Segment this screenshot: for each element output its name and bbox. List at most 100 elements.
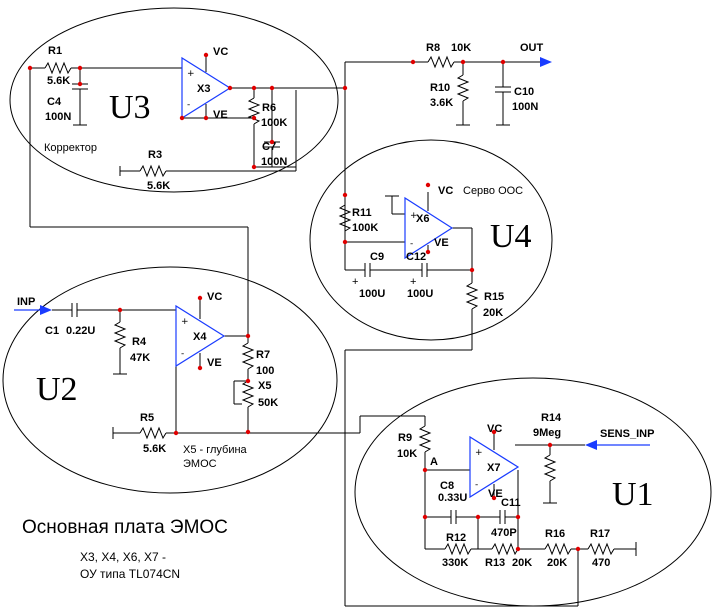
block-u1-outline: [354, 377, 712, 607]
x6-vc-label: VC: [438, 185, 453, 197]
opamp-note-line2: ОУ типа TL074CN: [80, 567, 180, 581]
opamp-x3-label: X3: [197, 83, 210, 95]
opamp-note-line1: X3, X4, X6, X7 -: [80, 550, 166, 564]
svg-text:+: +: [410, 211, 418, 221]
r16-ref: R16: [545, 528, 565, 540]
junction-dots: [27, 52, 581, 552]
sens-inp-label: SENS_INP: [600, 428, 654, 440]
u3-wiring: [29, 61, 345, 336]
r9-ref: R9: [398, 432, 412, 444]
u2-wiring: [14, 303, 425, 440]
r12-ref: R12: [446, 532, 466, 544]
c1-ref: C1: [45, 325, 59, 337]
c9-ref: C9: [370, 251, 384, 263]
r16-value: 20K: [547, 557, 567, 569]
svg-text:-: -: [475, 480, 478, 490]
output-wiring: [344, 55, 540, 242]
block-u3-outline: [9, 7, 339, 193]
block-u2-label: U2: [36, 371, 78, 408]
c11-ref: C11: [501, 497, 521, 509]
c12-ref: C12: [406, 251, 426, 263]
c8-value: 0.33U: [438, 492, 467, 504]
r6-ref: R6: [262, 102, 276, 114]
svg-text:-: -: [181, 349, 184, 359]
x5-caption-line1: X5 - глубина: [183, 444, 248, 456]
svg-text:-: -: [410, 239, 413, 249]
c11-value: 470P: [491, 527, 517, 539]
x5-value: 50K: [258, 397, 278, 409]
block-u2-outline: [2, 266, 338, 494]
r5-ref: R5: [140, 412, 154, 424]
out-arrow: [540, 57, 552, 67]
r13-value: 20K: [512, 557, 532, 569]
opamp-x3: + -: [181, 55, 232, 120]
r7-value: 100: [256, 365, 274, 377]
corrector-label: Корректор: [44, 142, 97, 154]
block-u1-label: U1: [612, 476, 654, 513]
servo-label: Серво ООС: [463, 185, 523, 197]
svg-text:+: +: [352, 276, 358, 288]
sens-inp-arrow: [585, 440, 597, 450]
r3-value: 5.6K: [147, 180, 170, 192]
c10-ref: C10: [514, 86, 534, 98]
svg-text:+: +: [410, 276, 416, 288]
x4-vc-label: VC: [207, 291, 222, 303]
block-u4-outline: [309, 139, 553, 341]
r14-value: 9Meg: [533, 427, 561, 439]
c4-value: 100N: [45, 111, 71, 123]
x6-ve-label: VE: [434, 237, 449, 249]
c7-value: 100N: [261, 156, 287, 168]
opamp-x6-label: X6: [416, 213, 429, 225]
svg-text:+: +: [187, 69, 195, 79]
c10-value: 100N: [512, 101, 538, 113]
r15-ref: R15: [484, 291, 504, 303]
opamp-x4: + -: [175, 300, 226, 368]
u1-wiring: [418, 416, 650, 556]
c1-value: 0.22U: [66, 325, 95, 337]
r10-value: 3.6K: [430, 97, 453, 109]
x4-ve-label: VE: [207, 357, 222, 369]
r17-value: 470: [592, 557, 610, 569]
svg-text:+: +: [181, 317, 189, 327]
opamp-x7: + -: [469, 433, 520, 499]
inp-label: INP: [17, 296, 35, 308]
node-a-label: A: [430, 456, 438, 468]
r17-ref: R17: [590, 528, 610, 540]
r10-ref: R10: [430, 82, 450, 94]
r8-ref: R8: [426, 42, 440, 54]
x3-ve-label: VE: [213, 109, 228, 121]
r9-value: 10K: [397, 448, 417, 460]
x7-ve-label: VE: [488, 488, 503, 500]
c8-ref: C8: [440, 480, 454, 492]
r11-ref: R11: [352, 207, 372, 219]
r1-value: 5.6K: [47, 75, 70, 87]
r4-value: 47K: [130, 352, 150, 364]
x7-vc-label: VC: [487, 423, 502, 435]
inp-arrow: [40, 305, 52, 315]
opamp-x4-label: X4: [193, 331, 207, 343]
r5-value: 5.6K: [143, 443, 166, 455]
r3-ref: R3: [148, 149, 162, 161]
r1-ref: R1: [48, 45, 62, 57]
r6-value: 100K: [261, 117, 287, 129]
svg-text:+: +: [475, 448, 483, 458]
block-u4-label: U4: [490, 218, 532, 255]
r12-value: 330K: [442, 557, 468, 569]
r15-value: 20K: [483, 307, 503, 319]
board-title: Основная плата ЭМОС: [22, 517, 228, 538]
block-u3-label: U3: [109, 89, 151, 126]
x3-vc-label: VC: [213, 46, 228, 58]
c12-value: 100U: [407, 288, 433, 300]
r8-value: 10K: [451, 42, 471, 54]
c4-ref: C4: [47, 96, 62, 108]
r14-ref: R14: [541, 412, 562, 424]
x5-caption-line2: ЭМОС: [183, 458, 217, 470]
svg-text:-: -: [187, 100, 190, 110]
r13-ref: R13: [485, 557, 505, 569]
r11-value: 100K: [352, 222, 378, 234]
opamp-x7-label: X7: [487, 462, 500, 474]
out-label: OUT: [520, 42, 544, 54]
c9-value: 100U: [359, 288, 385, 300]
opamp-x6: + -: [404, 192, 454, 260]
